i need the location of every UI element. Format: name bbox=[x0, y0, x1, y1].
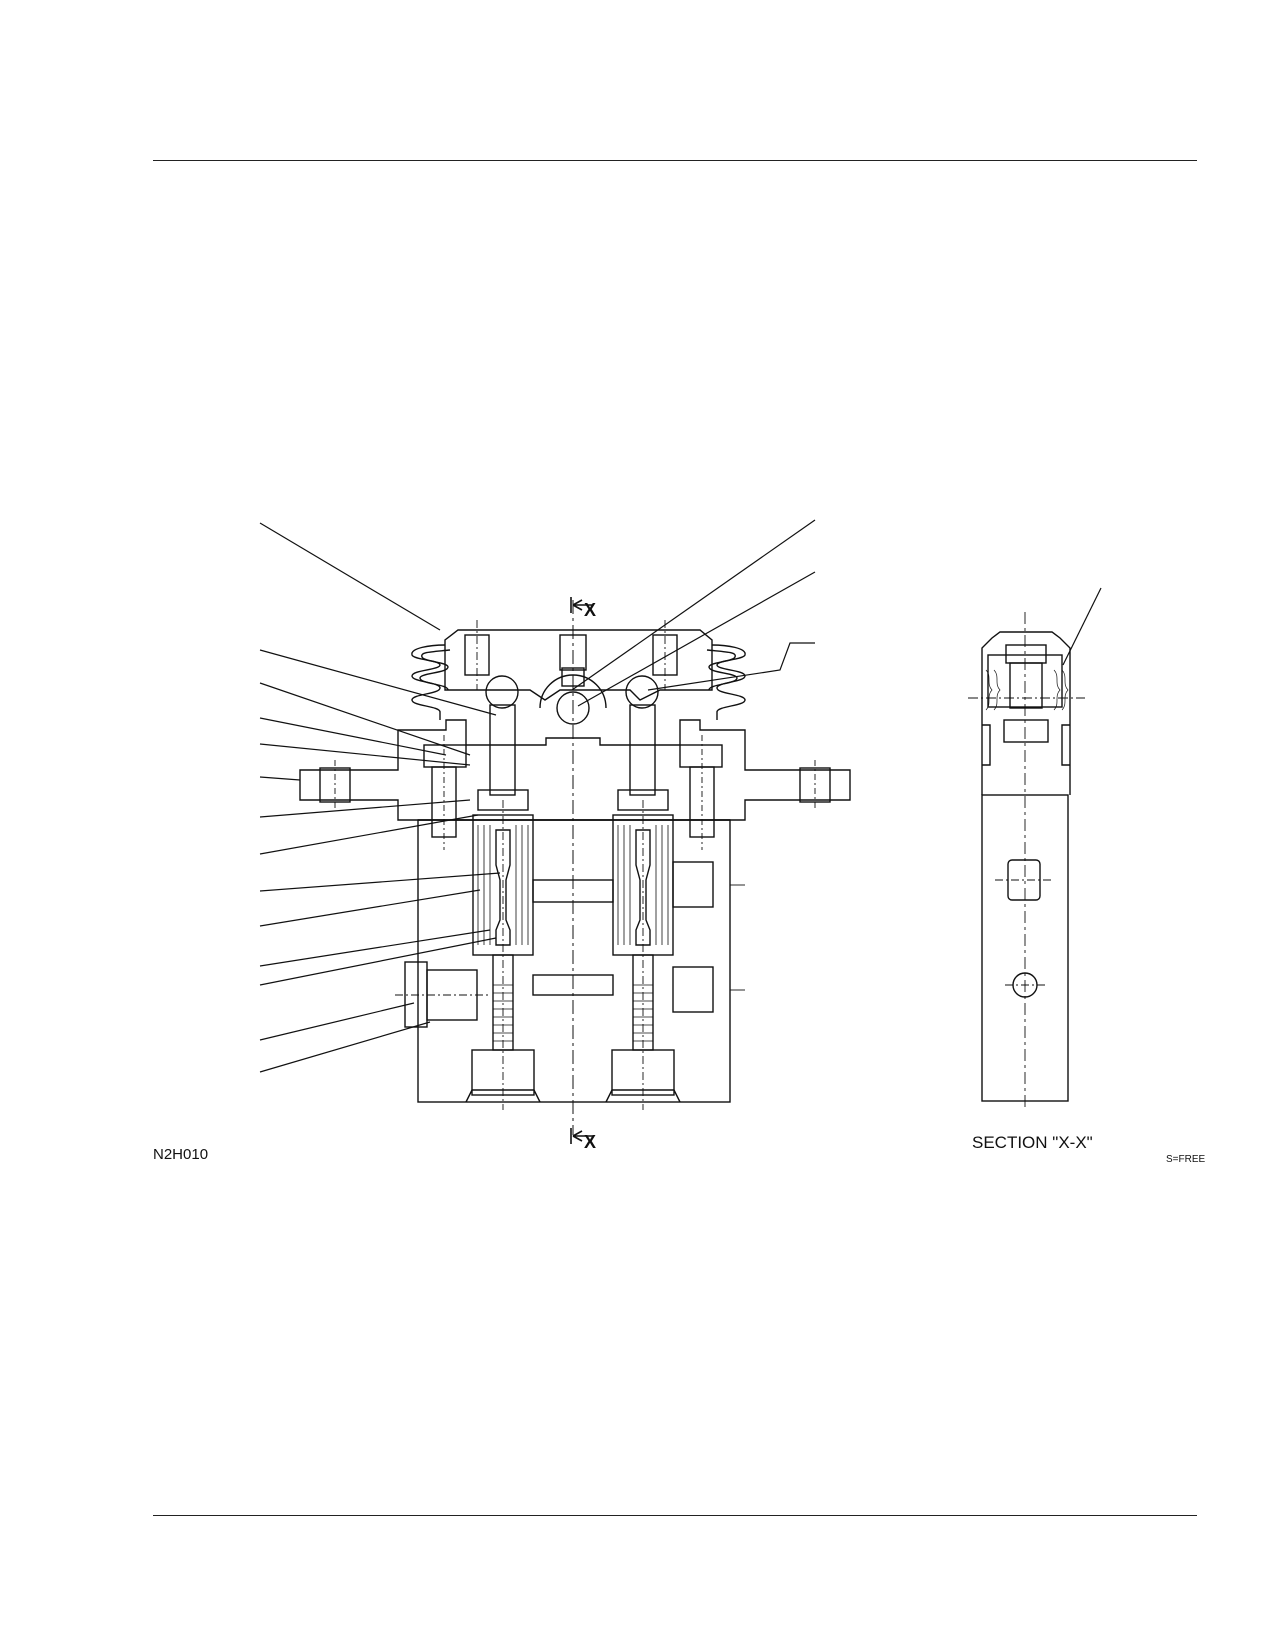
section-view-label: SECTION "X-X" bbox=[972, 1133, 1093, 1152]
section-cut-arrow-icon bbox=[570, 597, 593, 1144]
scale-note: S=FREE bbox=[1166, 1154, 1206, 1165]
main-view bbox=[299, 600, 851, 1135]
figure-id-label: N2H010 bbox=[153, 1146, 209, 1163]
footer-rule bbox=[153, 1515, 1197, 1516]
section-marker-bottom: X bbox=[584, 1132, 597, 1152]
section-x-x-view bbox=[968, 612, 1085, 1108]
header-rule bbox=[153, 160, 1197, 161]
leader-lines bbox=[259, 519, 1102, 1073]
section-marker-top: X bbox=[584, 600, 597, 620]
